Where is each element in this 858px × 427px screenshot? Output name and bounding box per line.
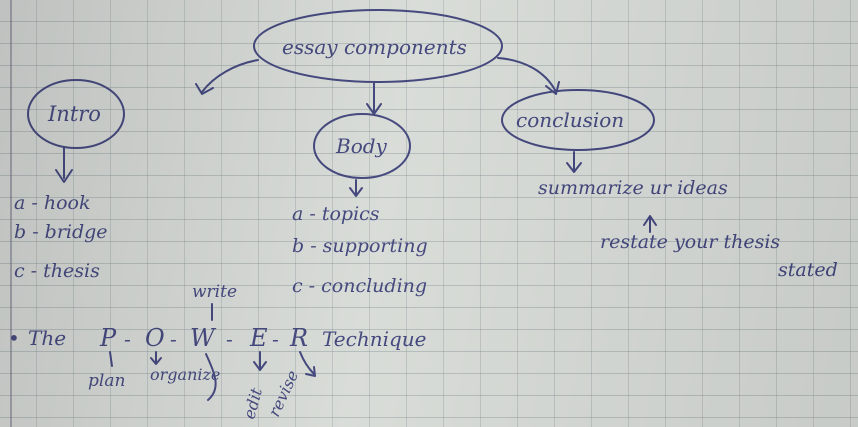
technique-sub-revise: revise (264, 367, 302, 419)
technique-dash: - (124, 327, 131, 351)
intro-item-c: c - thesis (14, 260, 100, 282)
arrow-revise (299, 351, 316, 377)
intro-node-label: Intro (47, 102, 101, 126)
technique-dash: - (170, 327, 177, 351)
arrowhead-conclusion (545, 81, 560, 95)
intro-item-a: a - hook (14, 192, 90, 214)
arrow-to-conclusion (497, 57, 556, 91)
margin-line (10, 0, 12, 427)
arrow-body-items (349, 179, 363, 197)
conclusion-note-restate: restate your thesis (600, 231, 780, 253)
arrow-edit (253, 351, 267, 371)
conclusion-node-outline (501, 89, 655, 151)
body-node-label: Body (335, 134, 388, 158)
technique-letter-r: R (289, 324, 308, 352)
technique-suffix: Technique (322, 327, 427, 351)
arrow-intro-items (55, 147, 73, 183)
technique-letter-e: E (249, 324, 268, 352)
technique-sub-edit: edit (240, 385, 267, 421)
technique-bullet: • (8, 326, 20, 350)
conclusion-note-stated: stated (778, 259, 838, 281)
intro-node-outline (27, 79, 125, 149)
center-node-outline (253, 9, 503, 83)
body-item-b: b - supporting (292, 235, 428, 257)
arrow-conclusion-notes (566, 151, 582, 173)
conclusion-node-label: conclusion (516, 108, 624, 132)
arrow-organize (150, 351, 162, 365)
body-item-c: c - concluding (292, 275, 427, 297)
arrow-to-intro (201, 59, 259, 93)
technique-sub-plan: plan (88, 371, 125, 391)
technique-letter-p: P (99, 324, 117, 352)
insert-caret (643, 215, 657, 233)
intro-item-b: b - bridge (14, 221, 108, 243)
center-node-label: essay components (282, 35, 467, 59)
technique-dash: - (226, 327, 233, 351)
write-curl (205, 353, 217, 401)
body-node-outline (313, 113, 411, 179)
technique-letter-w: W (190, 324, 217, 352)
technique-prefix: The (28, 326, 66, 350)
technique-letter-o: O (145, 324, 165, 352)
arrowhead-intro (195, 83, 214, 95)
technique-sub-organize: organize (150, 365, 220, 384)
arrow-plan (109, 351, 113, 367)
body-item-a: a - topics (292, 203, 380, 225)
technique-dash: - (272, 327, 279, 351)
technique-write-note: write (192, 282, 237, 302)
conclusion-note-summarize: summarize ur ideas (538, 177, 728, 199)
